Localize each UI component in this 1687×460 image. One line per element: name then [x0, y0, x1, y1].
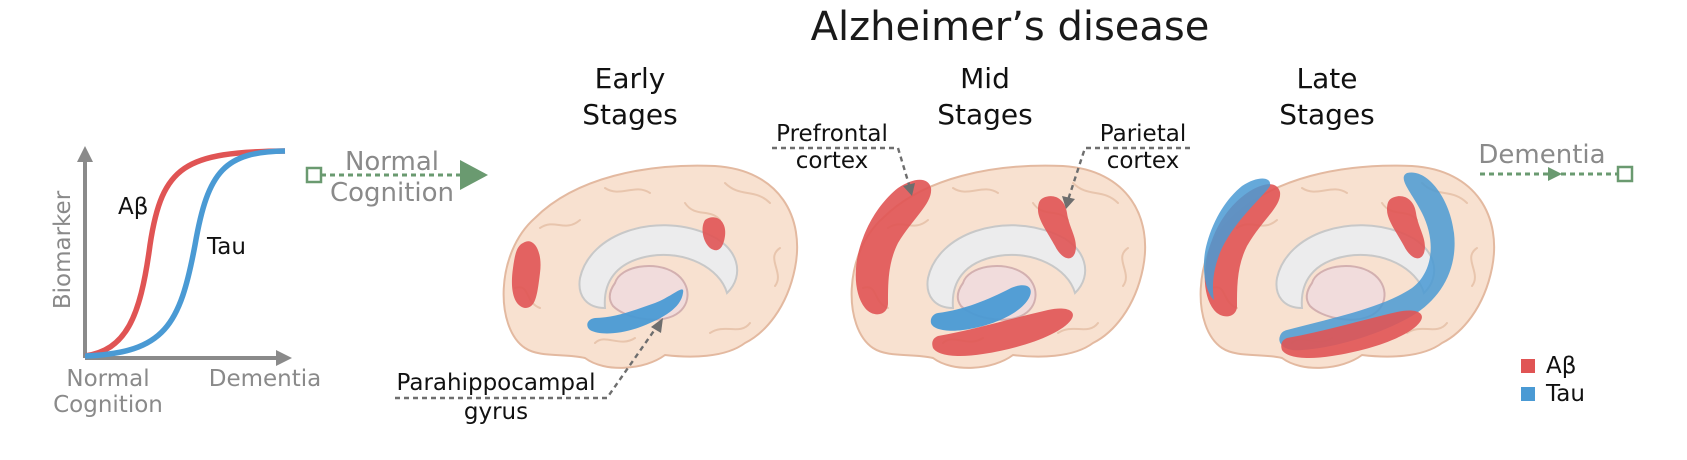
normal-cognition-arrow: Normal Cognition: [305, 147, 488, 208]
dementia-arrowhead: [1548, 167, 1562, 181]
arrow-start-square: [305, 166, 323, 184]
dementia-end-square: [1616, 165, 1634, 183]
mid-abeta-temporal: [932, 308, 1073, 356]
abeta-curve: [84, 148, 286, 359]
mid-abeta-prefrontal: [855, 179, 932, 315]
mid-abeta-parietal: [1038, 196, 1076, 259]
normal-cognition-line2: Cognition: [330, 178, 454, 208]
stage-late-line2: Stages: [1279, 98, 1375, 131]
stage-mid-line1: Mid: [960, 62, 1010, 95]
early-abeta-prefrontal: [511, 241, 541, 308]
early-abeta-parietal: [702, 217, 726, 251]
stage-late-line1: Late: [1297, 62, 1358, 95]
prefrontal-leader: [772, 146, 912, 189]
dementia-label: Dementia: [1478, 140, 1605, 170]
legend: Aβ Tau: [1521, 353, 1585, 407]
prefrontal-label-line2: cortex: [796, 148, 869, 174]
stage-early-line1: Early: [595, 62, 666, 95]
stage-mid-line2: Stages: [937, 98, 1033, 131]
legend-tau-label: Tau: [1545, 381, 1585, 407]
late-abeta-temporal: [1281, 310, 1422, 358]
parietal-leader-arrowhead: [1062, 196, 1075, 209]
parahippocampal-leader: [395, 324, 659, 400]
legend-abeta-label: Aβ: [1546, 353, 1576, 379]
late-tau-medial-band: [1279, 172, 1455, 351]
x-axis-label-normal-line2: Cognition: [53, 392, 163, 418]
figure-title: Alzheimer’s disease: [811, 4, 1210, 50]
legend-abeta-swatch: [1521, 359, 1535, 373]
x-axis-label-normal-line1: Normal: [66, 366, 149, 392]
legend-tau-swatch: [1521, 387, 1535, 401]
dementia-arrow: Dementia: [1478, 140, 1634, 183]
late-tau-frontal-band: [1203, 178, 1271, 300]
y-axis-label: Biomarker: [50, 190, 76, 309]
stage-early-line2: Stages: [582, 98, 678, 131]
prefrontal-label-line1: Prefrontal: [776, 121, 888, 147]
late-abeta-parietal: [1387, 196, 1425, 259]
brain-late-stage: [1199, 164, 1496, 369]
brain-mid-stage: [850, 164, 1147, 369]
tau-curve-label: Tau: [206, 234, 246, 260]
abeta-curve-label: Aβ: [118, 194, 148, 220]
x-axis-arrowhead: [276, 350, 292, 366]
early-tau-parahippocampal: [587, 289, 684, 334]
x-axis-label-dementia: Dementia: [209, 366, 322, 392]
normal-cognition-line1: Normal: [345, 147, 439, 177]
parahippocampal-label-line1: Parahippocampal: [397, 370, 596, 396]
arrow-head: [460, 160, 488, 190]
parahippocampal-label-line2: gyrus: [464, 399, 528, 425]
biomarker-plot: Biomarker Aβ Tau Normal Cognition Dement…: [50, 146, 321, 418]
parietal-label-line2: cortex: [1107, 148, 1180, 174]
tau-curve: [84, 148, 286, 359]
mid-tau-parahippocampal: [930, 285, 1031, 331]
prefrontal-leader-arrowhead: [903, 183, 915, 196]
y-axis-arrowhead: [77, 146, 93, 162]
parietal-label-line1: Parietal: [1100, 121, 1186, 147]
brain-early-stage: [502, 164, 799, 369]
parahippocampal-leader-arrowhead: [651, 318, 663, 333]
